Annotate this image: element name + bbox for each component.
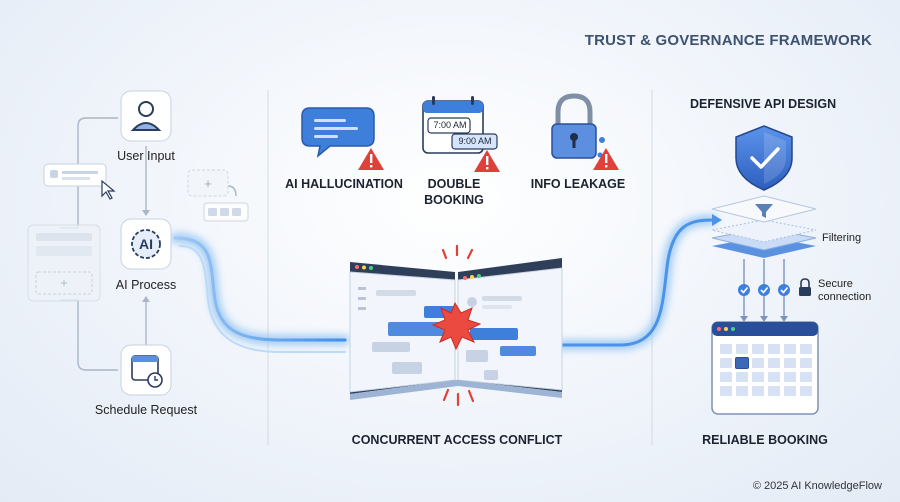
collision-burst-icon xyxy=(431,244,482,407)
framework-title: TRUST & GOVERNANCE FRAMEWORK xyxy=(584,32,872,49)
form-panel-icon: + xyxy=(27,224,101,302)
ai-process-label: AI Process xyxy=(115,278,177,292)
check-badges-icon xyxy=(738,284,790,296)
flow-paths xyxy=(170,215,717,353)
add-panel-icon: + xyxy=(187,169,249,222)
lock-icon xyxy=(551,93,605,159)
conflict-window-left xyxy=(349,262,456,394)
secure-connection-label: Secure connection xyxy=(818,278,872,303)
filtering-label: Filtering xyxy=(822,232,862,244)
input-card-icon xyxy=(43,163,116,200)
defense-title: DEFENSIVE API DESIGN xyxy=(690,97,837,111)
calendar-clock-icon xyxy=(120,344,172,396)
svg-text:+: + xyxy=(204,176,212,191)
left-loop-lines xyxy=(60,117,237,371)
warning-icon-hallucination xyxy=(358,148,384,170)
reliable-booking-caption: RELIABLE BOOKING xyxy=(702,433,828,447)
user-icon xyxy=(120,90,172,142)
filter-layers-icon xyxy=(711,195,817,258)
small-lock-icon xyxy=(799,278,811,296)
hallucination-caption: AI HALLUCINATION xyxy=(285,177,403,191)
warning-icon-leakage xyxy=(593,148,619,170)
chat-bubble-icon xyxy=(301,107,375,158)
info-leakage-caption: INFO LEAKAGE xyxy=(530,177,626,191)
conflict-window-right xyxy=(457,258,563,392)
conflict-base xyxy=(350,380,562,400)
svg-text:+: + xyxy=(60,276,67,290)
double-booking-caption: DOUBLE BOOKING xyxy=(424,177,484,207)
ai-badge-text: AI xyxy=(139,236,153,252)
schedule-request-label: Schedule Request xyxy=(94,403,198,417)
copyright-footer: © 2025 AI KnowledgeFlow xyxy=(752,480,882,492)
shield-check-icon xyxy=(735,125,793,191)
ai-process-icon xyxy=(120,218,172,270)
warning-icon-double-booking xyxy=(474,150,500,172)
double-booking-calendar-icon xyxy=(422,96,498,154)
time-label-2: 9:00 AM xyxy=(458,136,492,146)
conflict-caption: CONCURRENT ACCESS CONFLICT xyxy=(351,433,563,447)
reliable-calendar-icon xyxy=(711,321,819,415)
user-input-label: User Input xyxy=(117,149,175,163)
time-label-1: 7:00 AM xyxy=(433,120,467,130)
